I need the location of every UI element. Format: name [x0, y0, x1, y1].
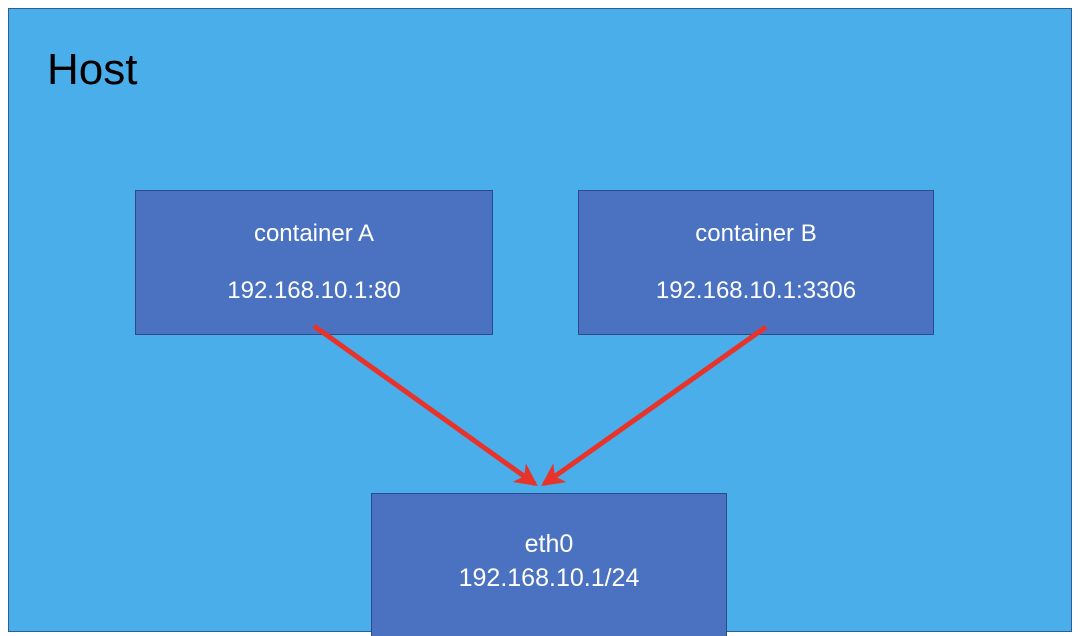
node-eth0[interactable]: eth0 192.168.10.1/24	[371, 493, 727, 636]
node-container-b-address: 192.168.10.1:3306	[655, 276, 857, 304]
node-container-a-label: container A	[253, 220, 375, 248]
node-container-a[interactable]: container A 192.168.10.1:80	[135, 190, 493, 335]
node-container-a-address: 192.168.10.1:80	[227, 276, 401, 304]
node-eth0-address: 192.168.10.1/24	[458, 563, 640, 592]
node-container-b-label: container B	[695, 220, 817, 248]
host-title: Host	[47, 45, 138, 94]
node-container-b[interactable]: container B 192.168.10.1:3306	[578, 190, 934, 335]
node-eth0-label: eth0	[524, 530, 574, 558]
host-boundary-box: Host container A 192.168.10.1:80 contain…	[8, 8, 1072, 636]
